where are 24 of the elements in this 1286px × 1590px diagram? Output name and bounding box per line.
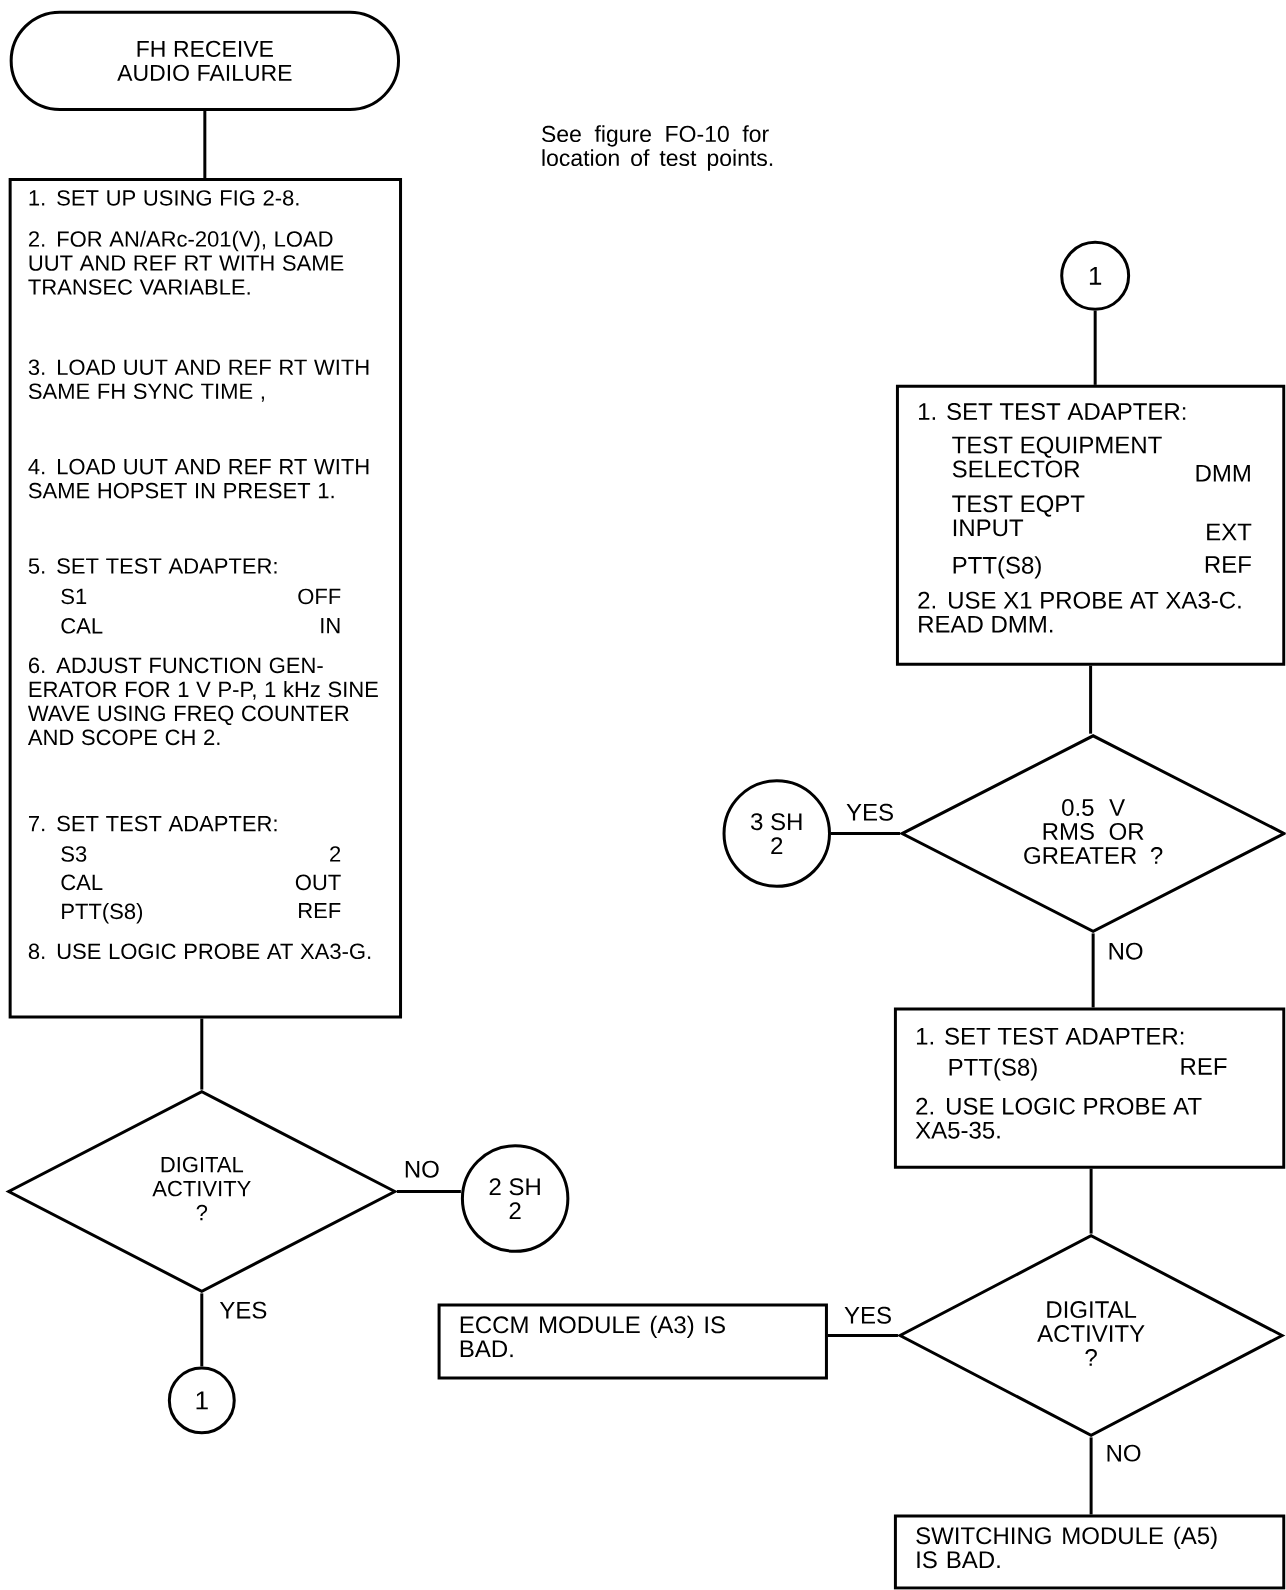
connector-line <box>1091 933 1095 1008</box>
edge-label: YES <box>842 1304 895 1326</box>
connector-line <box>1089 1437 1093 1515</box>
connector-line <box>200 1018 204 1090</box>
edge-label: YES <box>844 801 897 823</box>
connector-line <box>397 1190 461 1193</box>
connector-line <box>1093 310 1097 385</box>
connector-line <box>200 1293 204 1367</box>
connector-line <box>831 832 901 836</box>
process-box: 1. SET TEST ADAPTER: TEST EQUIPMENT SELECTOR DMM TEST EQPT INPUT EXT PTT(S8) REF 2. USE X1 PROBE AT XA3-C. READ DMM. <box>896 384 1286 666</box>
process-box: 1. SET UP USING FIG 2-8. 2. FOR AN/ARc-201(V), LOAD UUT AND REF RT WITH SAME TRANSEC VARIABLE. 3. LOAD UUT AND REF RT WITH SAME FH SYNC TIME , 4. LOAD UUT AND REF RT WITH SAME HOPSET IN PRESET 1. 5. SET TEST ADAPTER: S1 OFF CAL IN 6. ADJUST FUNCTION GEN- ERATOR FOR 1 V P-P, 1 kHz SINE WAVE USING FREQ COUNTER AND SCOPE CH 2. 7. SET TEST ADAPTER: S3 2 CAL OUT PTT(S8) REF 8. USE LOGIC PROBE AT XA3-G. <box>8 178 403 1019</box>
connector-line <box>1089 1168 1093 1234</box>
edge-label: NO <box>401 1158 442 1180</box>
connector-line <box>828 1334 899 1337</box>
connector-line <box>1089 665 1093 734</box>
process-box: 1. SET TEST ADAPTER: PTT(S8) REF 2. USE LOGIC PROBE AT XA5-35. <box>894 1007 1286 1169</box>
note-text: See figure FO-10 for location of test points. <box>542 125 773 171</box>
edge-label: YES <box>217 1299 270 1321</box>
edge-label: NO <box>1103 1442 1144 1464</box>
edge-label: NO <box>1105 940 1146 962</box>
process-box: SWITCHING MODULE (A5) IS BAD. <box>894 1514 1286 1590</box>
process-box: ECCM MODULE (A3) IS BAD. <box>437 1303 829 1380</box>
start-terminal: FH RECEIVE AUDIO FAILURE <box>9 10 401 111</box>
connector-line <box>203 111 207 178</box>
